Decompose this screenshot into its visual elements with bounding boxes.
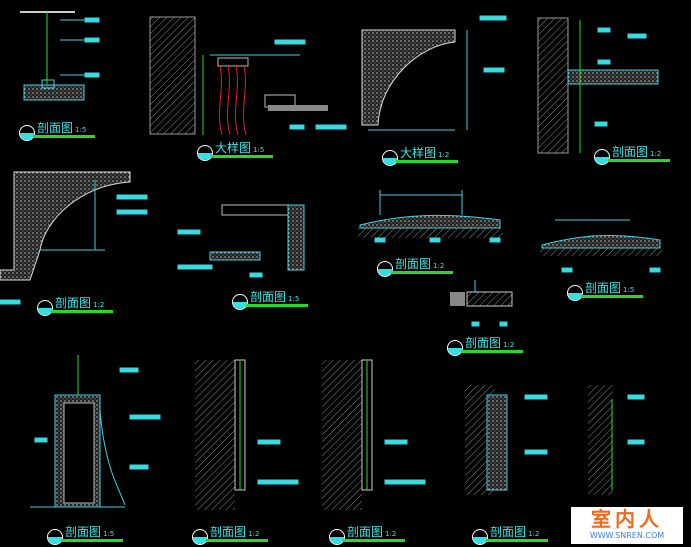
title-underline [486,539,548,542]
section-marker-bubble [594,149,610,165]
drawing-scale: 1:5 [288,295,300,303]
detail-7 [358,190,503,243]
title-underline [33,135,95,138]
detail-12 [322,359,426,510]
title-underline [608,159,670,162]
section-marker-bubble [382,150,398,166]
drawing-title-text: 剖面图 [37,121,74,135]
title-underline [246,304,308,307]
drawing-title-text: 剖面图 [65,525,102,539]
title-underline [396,160,458,163]
section-marker-bubble [37,300,53,316]
section-marker-bubble [47,529,63,545]
drawing-scale: 1:5 [623,286,635,294]
detail-3 [361,15,507,131]
drawing-title-text: 剖面图 [465,336,502,350]
section-marker-bubble [472,529,488,545]
drawing-scale: 1:5 [103,530,115,538]
detail-4 [537,17,659,154]
section-marker-bubble [232,294,248,310]
drawing-scale: 1:2 [650,150,662,158]
section-marker-bubble [19,125,35,141]
detail-13 [465,385,548,495]
title-underline [211,155,273,158]
title-underline [461,350,523,353]
drawing-title-text: 剖面图 [490,525,527,539]
title-underline [343,539,405,542]
section-marker-bubble [447,340,463,356]
drawing-title-text: 剖面图 [210,525,247,539]
drawing-title-text: 大样图 [215,141,252,155]
drawing-title-text: 剖面图 [347,525,384,539]
section-marker-bubble [197,145,213,161]
drawing-scale: 1:2 [503,341,515,349]
drawing-scale: 1:5 [75,126,87,134]
drawing-scale: 1:2 [433,262,445,270]
drawing-title-text: 剖面图 [250,290,287,304]
drawing-scale: 1:2 [528,530,540,538]
drawing-scale: 1:2 [93,301,105,309]
section-marker-bubble [377,261,393,277]
drawing-scale: 1:2 [385,530,397,538]
detail-2 [149,16,347,136]
detail-14 [588,385,645,495]
section-marker-bubble [192,529,208,545]
section-marker-bubble [567,285,583,301]
detail-11 [195,359,299,510]
title-underline [61,539,123,542]
drawing-scale: 1:2 [438,151,450,159]
watermark-name: 室内人 [591,507,663,531]
title-underline [391,271,453,274]
detail-10 [30,355,161,508]
detail-1 [20,11,100,101]
detail-6 [177,204,305,278]
section-marker-bubble [329,529,345,545]
drawing-title-text: 大样图 [400,146,437,160]
detail-8 [540,219,662,273]
title-underline [581,295,643,298]
watermark-url: WWW.SNREN.COM [589,531,665,540]
title-underline [51,310,113,313]
drawing-title-text: 剖面图 [585,281,622,295]
detail-9 [450,280,513,327]
drawing-title-text: 剖面图 [55,296,92,310]
drawing-scale: 1:5 [253,146,265,154]
drawing-title-text: 剖面图 [612,145,649,159]
drawing-title-text: 剖面图 [395,257,432,271]
title-underline [206,539,268,542]
watermark-logo: 室内人 WWW.SNREN.COM [571,507,683,544]
detail-5 [0,171,148,305]
drawing-scale: 1:2 [248,530,260,538]
